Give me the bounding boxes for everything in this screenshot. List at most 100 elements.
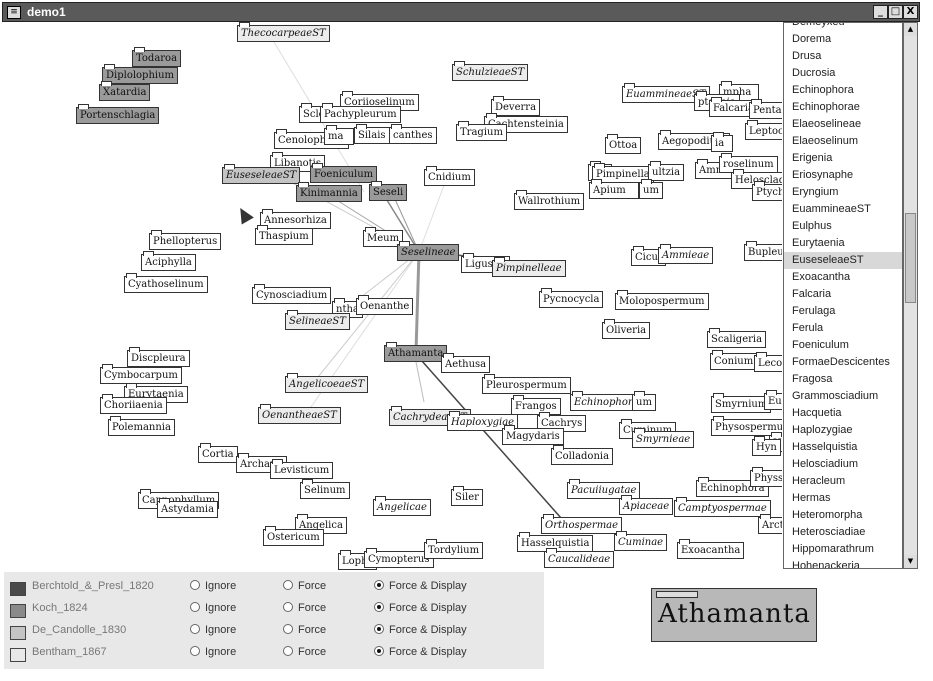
graph-node[interactable]: Cortia: [198, 443, 238, 463]
graph-node[interactable]: Diplolophium: [102, 64, 179, 84]
species-list-scrollbar[interactable]: ▲ ▼: [903, 22, 918, 569]
graph-node[interactable]: Pacuiiugatae: [567, 479, 641, 499]
graph-node[interactable]: Levisticum: [270, 459, 334, 479]
list-item[interactable]: Eurytaenia: [792, 237, 845, 249]
radio-circle-icon[interactable]: [283, 602, 293, 612]
mode-radio-force-display[interactable]: Force & Display: [374, 602, 467, 614]
graph-node[interactable]: Ostericum: [263, 526, 324, 546]
graph-node[interactable]: EuammineaeST: [622, 83, 710, 103]
graph-node[interactable]: Meum: [363, 227, 404, 247]
list-item[interactable]: Hippomarathrum: [792, 543, 874, 555]
graph-node[interactable]: AngelicoeaeST: [285, 373, 369, 393]
graph-node[interactable]: Seselineae: [397, 241, 460, 261]
list-item[interactable]: Exoacantha: [792, 271, 851, 283]
graph-node[interactable]: SelineaeST: [285, 310, 350, 330]
graph-node[interactable]: Seseli: [369, 181, 408, 201]
mode-radio-force[interactable]: Force: [283, 624, 326, 636]
graph-node[interactable]: Smyrnieae: [632, 428, 695, 448]
radio-circle-icon[interactable]: [190, 580, 200, 590]
list-item[interactable]: Grammosciadium: [792, 390, 879, 402]
graph-node[interactable]: Exoacantha: [677, 539, 745, 559]
graph-node[interactable]: Bupleur: [744, 241, 782, 261]
graph-node[interactable]: Selinum: [300, 479, 350, 499]
graph-node[interactable]: Pachypleurum: [320, 103, 401, 123]
graph-node[interactable]: roselinum: [719, 153, 778, 173]
graph-node[interactable]: ia: [711, 132, 733, 152]
graph-node[interactable]: um: [632, 391, 656, 411]
graph-node[interactable]: Haploxygiae: [447, 411, 519, 431]
graph-node[interactable]: Ptych: [752, 181, 782, 201]
graph-node[interactable]: Leptoca: [745, 120, 782, 140]
graph-node[interactable]: Ammieae: [658, 244, 714, 264]
graph-node[interactable]: Pleurospermum: [482, 374, 571, 394]
graph-node[interactable]: Tragium: [456, 121, 507, 141]
graph-node[interactable]: Smyrnium: [711, 393, 772, 413]
list-item[interactable]: Foeniculum: [792, 339, 849, 351]
list-item[interactable]: Elaeoselinum: [792, 135, 859, 147]
list-item[interactable]: Fragosa: [792, 373, 833, 385]
graph-node[interactable]: Cyathoselinum: [124, 273, 208, 293]
graph-node[interactable]: Silais: [354, 124, 390, 144]
radio-circle-icon[interactable]: [283, 624, 293, 634]
graph-node[interactable]: Apium: [589, 179, 639, 199]
graph-node[interactable]: Choriiaenia: [100, 394, 167, 414]
graph-node[interactable]: Camptyospermae: [674, 497, 771, 517]
graph-node[interactable]: Wallrothium: [514, 190, 585, 210]
list-item[interactable]: Ferulaga: [792, 305, 836, 317]
graph-node[interactable]: Physospermum: [711, 416, 782, 436]
graph-node[interactable]: Polemannia: [108, 416, 175, 436]
maximize-button[interactable]: □: [888, 5, 903, 19]
graph-node[interactable]: Aethusa: [441, 353, 491, 373]
graph-node[interactable]: ma: [324, 125, 354, 145]
graph-node[interactable]: ThecocarpeaeST: [237, 22, 330, 42]
graph-node[interactable]: Portenschlagia: [76, 104, 160, 124]
radio-circle-icon[interactable]: [374, 624, 384, 634]
list-item[interactable]: Falcaria: [792, 288, 832, 300]
graph-node[interactable]: Molopospermum: [615, 290, 709, 310]
graph-node[interactable]: Penta: [749, 99, 782, 119]
scroll-thumb[interactable]: [905, 213, 916, 303]
graph-node[interactable]: Aciphylla: [141, 251, 196, 271]
graph-node[interactable]: Tordylium: [424, 539, 484, 559]
graph-node[interactable]: Cicut: [631, 246, 666, 266]
list-item[interactable]: Erigenia: [792, 152, 833, 164]
list-item[interactable]: Haplozygiae: [792, 424, 853, 436]
list-item[interactable]: Echinophora: [792, 84, 854, 96]
scroll-down-arrow-icon[interactable]: ▼: [904, 555, 917, 568]
mode-radio-force[interactable]: Force: [283, 580, 326, 592]
graph-node[interactable]: ultzia: [648, 161, 685, 181]
close-button[interactable]: X: [903, 5, 918, 19]
app-icon[interactable]: ≡: [7, 6, 21, 19]
mode-radio-ignore[interactable]: Ignore: [190, 646, 236, 658]
radio-circle-icon[interactable]: [283, 580, 293, 590]
list-item[interactable]: Ducrosia: [792, 67, 836, 79]
radio-circle-icon[interactable]: [374, 646, 384, 656]
graph-node[interactable]: Athamanta: [384, 342, 448, 362]
mode-radio-ignore[interactable]: Ignore: [190, 602, 236, 614]
radio-circle-icon[interactable]: [190, 624, 200, 634]
radio-circle-icon[interactable]: [374, 602, 384, 612]
list-item[interactable]: Eulphus: [792, 220, 832, 232]
radio-circle-icon[interactable]: [190, 646, 200, 656]
graph-node[interactable]: Deverra: [491, 96, 541, 116]
list-item[interactable]: Hohenackeria: [792, 560, 860, 569]
list-item[interactable]: Heracleum: [792, 475, 846, 487]
list-item[interactable]: Eriosynaphe: [792, 169, 854, 181]
minimize-button[interactable]: _: [873, 5, 888, 19]
graph-node[interactable]: Astydamia: [157, 498, 219, 518]
graph-node[interactable]: Cymbocarpum: [100, 364, 182, 384]
mode-radio-ignore[interactable]: Ignore: [190, 580, 236, 592]
radio-circle-icon[interactable]: [374, 580, 384, 590]
graph-node[interactable]: Physsel: [750, 467, 782, 487]
graph-node[interactable]: Caucalideae: [544, 548, 615, 568]
mode-radio-ignore[interactable]: Ignore: [190, 624, 236, 636]
graph-node[interactable]: Eulp: [764, 390, 782, 410]
graph-node[interactable]: Hyn: [752, 436, 781, 456]
list-item[interactable]: Demeyxeu: [792, 22, 845, 28]
list-item[interactable]: EuseseleaeST: [784, 252, 902, 269]
list-item[interactable]: Drusa: [792, 50, 822, 62]
graph-node[interactable]: OenantheaeST: [258, 404, 341, 424]
graph-node[interactable]: Phellopterus: [149, 230, 222, 250]
